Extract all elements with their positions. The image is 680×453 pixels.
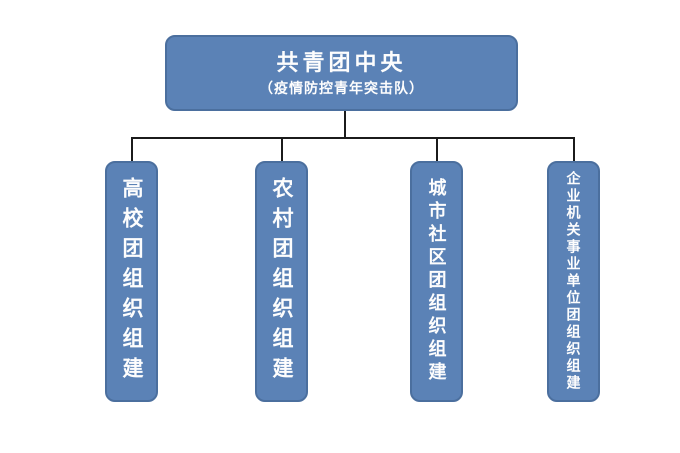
root-node: 共青团中央 （疫情防控青年突击队） (165, 35, 518, 111)
branch-label-enterprise: 企业机关事业单位团组织组建 (565, 171, 582, 392)
branch-node-universities: 高校团组织组建 (105, 161, 158, 402)
connector-drop-universities (131, 139, 133, 162)
connector-horizontal-bar (131, 137, 575, 139)
connector-drop-enterprise (573, 139, 575, 162)
connector-drop-rural (281, 139, 283, 162)
connector-drop-urban-community (436, 139, 438, 162)
branch-node-enterprise: 企业机关事业单位团组织组建 (547, 161, 600, 402)
branch-node-rural: 农村团组织组建 (255, 161, 308, 402)
branch-label-urban-community: 城市社区团组织组建 (426, 178, 447, 385)
branch-node-urban-community: 城市社区团组织组建 (410, 161, 463, 402)
root-node-title: 共青团中央 (276, 49, 407, 75)
connector-stem (344, 111, 346, 138)
branch-label-rural: 农村团组织组建 (270, 176, 293, 387)
branch-label-universities: 高校团组织组建 (120, 176, 143, 387)
root-node-subtitle: （疫情防控青年突击队） (259, 79, 424, 96)
